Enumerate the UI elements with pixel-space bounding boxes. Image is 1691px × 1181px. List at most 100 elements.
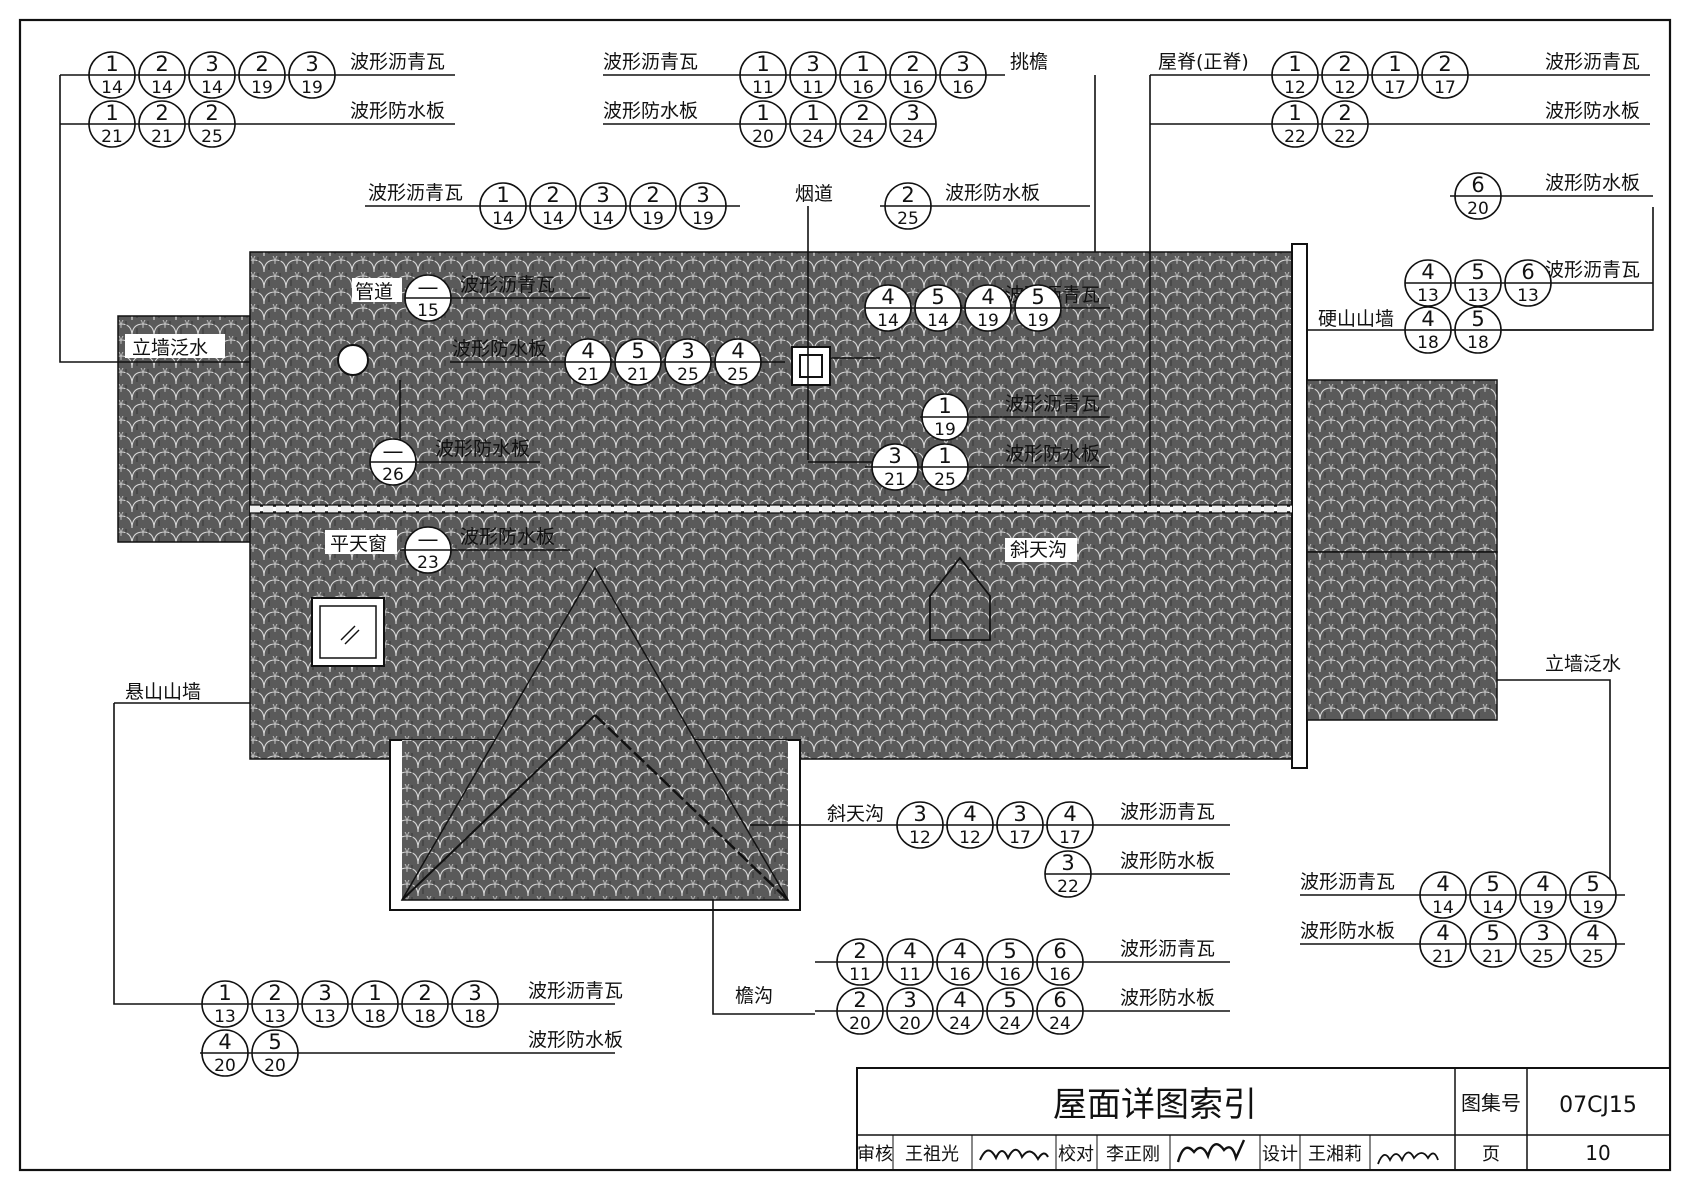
page-number: 26 bbox=[382, 465, 404, 485]
page-number: 13 bbox=[1517, 286, 1539, 306]
page-number: 16 bbox=[949, 965, 971, 985]
check-label: 校对 bbox=[1058, 1144, 1094, 1165]
page-number: 10 bbox=[1585, 1141, 1610, 1165]
material-label: 波形防水板 bbox=[1005, 443, 1100, 465]
detail-index-symbol: 322 bbox=[1044, 850, 1092, 898]
detail-index-symbol: 114 bbox=[479, 182, 527, 230]
label-overhang-gable: 悬山山墙 bbox=[125, 681, 201, 703]
detail-number: 3 bbox=[318, 981, 331, 1005]
page-number: 14 bbox=[151, 78, 173, 98]
page-number: 19 bbox=[692, 209, 714, 229]
detail-index-symbol: 124 bbox=[789, 100, 837, 148]
page-number: 24 bbox=[999, 1014, 1021, 1034]
detail-number: 3 bbox=[696, 183, 709, 207]
detail-number: 2 bbox=[155, 52, 168, 76]
detail-number: — bbox=[418, 275, 439, 299]
detail-number: 3 bbox=[468, 981, 481, 1005]
detail-number: 2 bbox=[205, 101, 218, 125]
label-pipe: 管道 bbox=[355, 281, 393, 303]
page-number: 21 bbox=[101, 127, 123, 147]
page-number: 19 bbox=[301, 78, 323, 98]
page-number: 20 bbox=[214, 1056, 236, 1076]
detail-index-symbol: 421 bbox=[1419, 920, 1467, 968]
detail-index-symbol: 411 bbox=[886, 938, 934, 986]
detail-number: 5 bbox=[1471, 307, 1484, 331]
page-number: 24 bbox=[1049, 1014, 1071, 1034]
checker-name: 李正刚 bbox=[1106, 1144, 1160, 1165]
detail-index-symbol: 312 bbox=[896, 801, 944, 849]
detail-index-symbol: 120 bbox=[739, 100, 787, 148]
detail-number: 2 bbox=[1438, 52, 1451, 76]
page-number: 18 bbox=[414, 1007, 436, 1027]
page-number: 25 bbox=[897, 209, 919, 229]
detail-number: 5 bbox=[1003, 939, 1016, 963]
page-number: 15 bbox=[417, 301, 439, 321]
detail-index-symbol: 424 bbox=[936, 987, 984, 1035]
detail-number: 1 bbox=[756, 52, 769, 76]
page-number: 21 bbox=[884, 470, 906, 490]
detail-index-symbol: 319 bbox=[288, 51, 336, 99]
material-label: 波形沥青瓦 bbox=[1120, 801, 1215, 823]
detail-number: 1 bbox=[1388, 52, 1401, 76]
detail-index-symbol: 516 bbox=[986, 938, 1034, 986]
page-number: 16 bbox=[1049, 965, 1071, 985]
detail-number: 6 bbox=[1053, 939, 1066, 963]
detail-number: 3 bbox=[888, 444, 901, 468]
page-number: 13 bbox=[1417, 286, 1439, 306]
detail-index-symbol: 122 bbox=[1271, 100, 1319, 148]
page-number: 14 bbox=[1482, 898, 1504, 918]
material-label: 波形沥青瓦 bbox=[1545, 51, 1640, 73]
detail-index-symbol: 419 bbox=[1519, 871, 1567, 919]
page-number: 13 bbox=[264, 1007, 286, 1027]
label-chimney: 烟道 bbox=[795, 183, 833, 205]
page-number: 16 bbox=[852, 78, 874, 98]
detail-index-symbol: 318 bbox=[451, 980, 499, 1028]
detail-number: 2 bbox=[418, 981, 431, 1005]
reviewer-name: 王祖光 bbox=[905, 1144, 959, 1165]
page-number: 13 bbox=[214, 1007, 236, 1027]
detail-number: 4 bbox=[981, 285, 994, 309]
detail-number: 1 bbox=[856, 52, 869, 76]
page-number: 24 bbox=[852, 127, 874, 147]
page-number: 14 bbox=[1432, 898, 1454, 918]
index-group: 波形沥青瓦—15 bbox=[404, 274, 590, 322]
detail-number: 4 bbox=[1421, 307, 1434, 331]
drawing-title: 屋面详图索引 bbox=[1053, 1085, 1257, 1125]
sheet-border bbox=[18, 18, 1672, 1172]
material-label: 波形沥青瓦 bbox=[603, 51, 698, 73]
detail-number: 2 bbox=[268, 981, 281, 1005]
detail-number: 1 bbox=[806, 101, 819, 125]
material-label: 波形沥青瓦 bbox=[350, 51, 445, 73]
page-number: 18 bbox=[464, 1007, 486, 1027]
page-label: 页 bbox=[1482, 1144, 1500, 1165]
detail-number: 3 bbox=[1536, 921, 1549, 945]
detail-index-symbol: 211 bbox=[836, 938, 884, 986]
checker-signature bbox=[1176, 1139, 1246, 1163]
page-number: 17 bbox=[1434, 78, 1456, 98]
detail-index-symbol: 514 bbox=[1469, 871, 1517, 919]
detail-index-symbol: 520 bbox=[251, 1029, 299, 1077]
detail-index-symbol: 214 bbox=[138, 51, 186, 99]
detail-number: 4 bbox=[1063, 802, 1076, 826]
material-label: 波形防水板 bbox=[435, 438, 530, 460]
material-label: 波形沥青瓦 bbox=[1545, 259, 1640, 281]
detail-number: 1 bbox=[368, 981, 381, 1005]
detail-number: 2 bbox=[901, 183, 914, 207]
detail-number: 5 bbox=[1586, 872, 1599, 896]
detail-index-symbol: 121 bbox=[88, 100, 136, 148]
index-group: 波形防水板—26 bbox=[369, 438, 540, 486]
detail-number: 6 bbox=[1053, 988, 1066, 1012]
detail-number: 2 bbox=[155, 101, 168, 125]
material-label: 波形沥青瓦 bbox=[1120, 938, 1215, 960]
designer-name: 王湘莉 bbox=[1308, 1144, 1362, 1165]
detail-index-symbol: 413 bbox=[1404, 259, 1452, 307]
label-skylight: 平天窗 bbox=[330, 533, 387, 555]
page-number: 18 bbox=[1467, 333, 1489, 353]
detail-index-symbol: —15 bbox=[404, 274, 452, 322]
